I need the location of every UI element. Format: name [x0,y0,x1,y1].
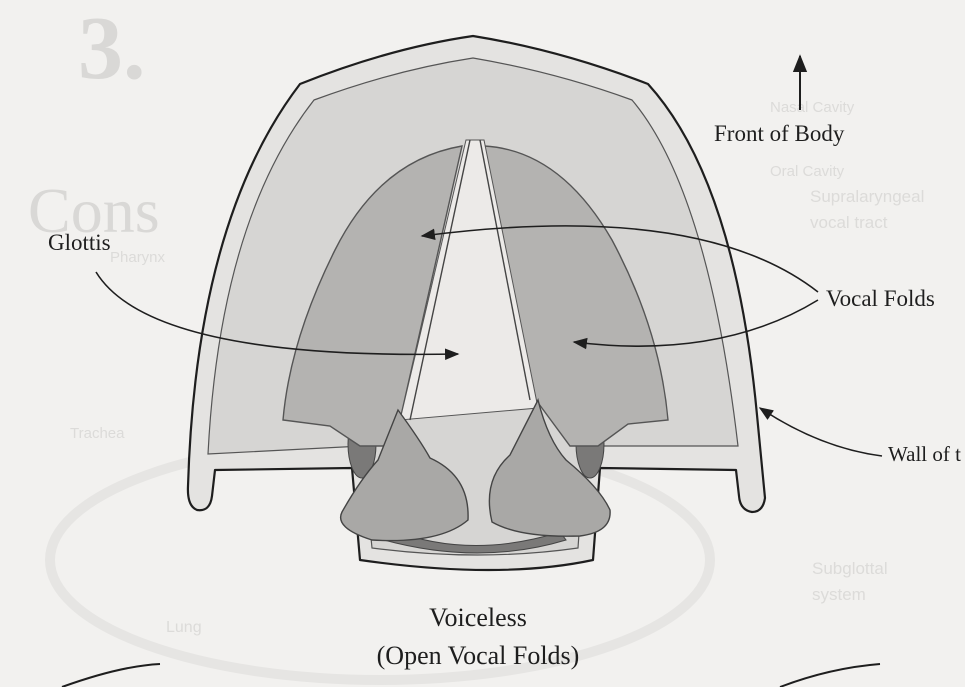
front-of-body-label: Front of Body [714,121,845,146]
bleed-supra-label-1: Supralaryngeal [810,187,924,206]
bleed-supra-label-2: vocal tract [810,213,888,232]
bleed-nasal-label: Nasal Cavity [770,99,855,116]
bleed-sub-label-2: system [812,585,866,604]
bleed-sub-label-1: Subglottal [812,559,888,578]
next-figure-right-edge [780,664,880,687]
bleed-oral-label: Oral Cavity [770,163,845,180]
bleed-trachea-label: Trachea [70,425,125,442]
wall-arrow [760,408,882,456]
caption-line-2: (Open Vocal Folds) [377,641,580,670]
bleed-pharynx-label: Pharynx [110,249,166,266]
glottis-label: Glottis [48,230,111,255]
wall-label: Wall of t [888,442,961,466]
bleed-lung-label: Lung [166,619,202,636]
bleed-chapter-number: 3. [78,0,146,98]
next-figure-left-edge [62,664,160,687]
vocal-folds-label: Vocal Folds [826,286,935,311]
caption-line-1: Voiceless [429,603,527,632]
